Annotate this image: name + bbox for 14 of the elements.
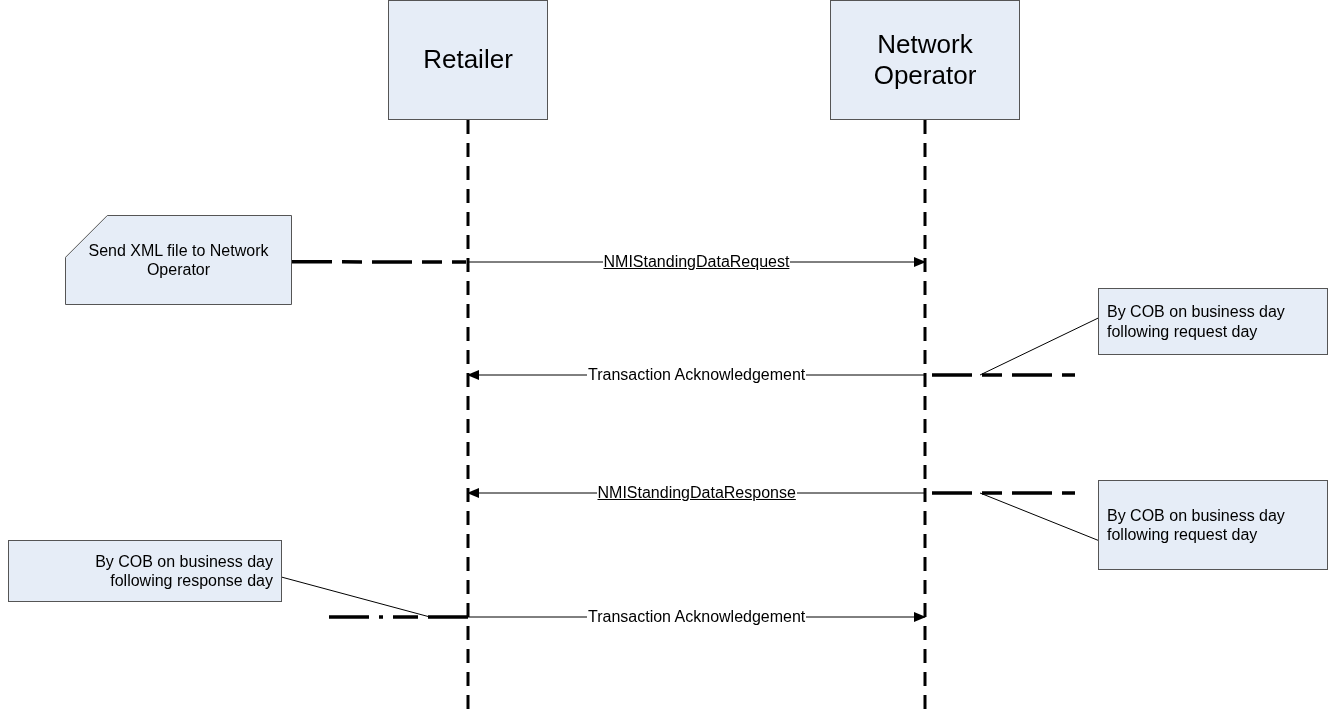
participant-name: Retailer — [423, 44, 513, 76]
note-box — [1098, 288, 1328, 355]
note-text: By COB on business day following request day — [1107, 505, 1286, 545]
note-box — [8, 540, 282, 602]
note-text: By COB on business day following request day — [1107, 302, 1286, 341]
note-box — [65, 215, 292, 305]
edge-label: Transaction Acknowledgement — [587, 366, 807, 384]
edge-label: NMIStandingDataRequest — [602, 253, 791, 271]
edge-label: Transaction Acknowledgement — [587, 608, 807, 626]
edge-label: NMIStandingDataResponse — [596, 484, 797, 502]
participant-name: Network Operator — [872, 28, 978, 92]
note-text: Send XML file to Network Operator — [87, 240, 270, 280]
note-text: By COB on business day following response day — [94, 551, 273, 591]
note-box — [1098, 480, 1328, 570]
